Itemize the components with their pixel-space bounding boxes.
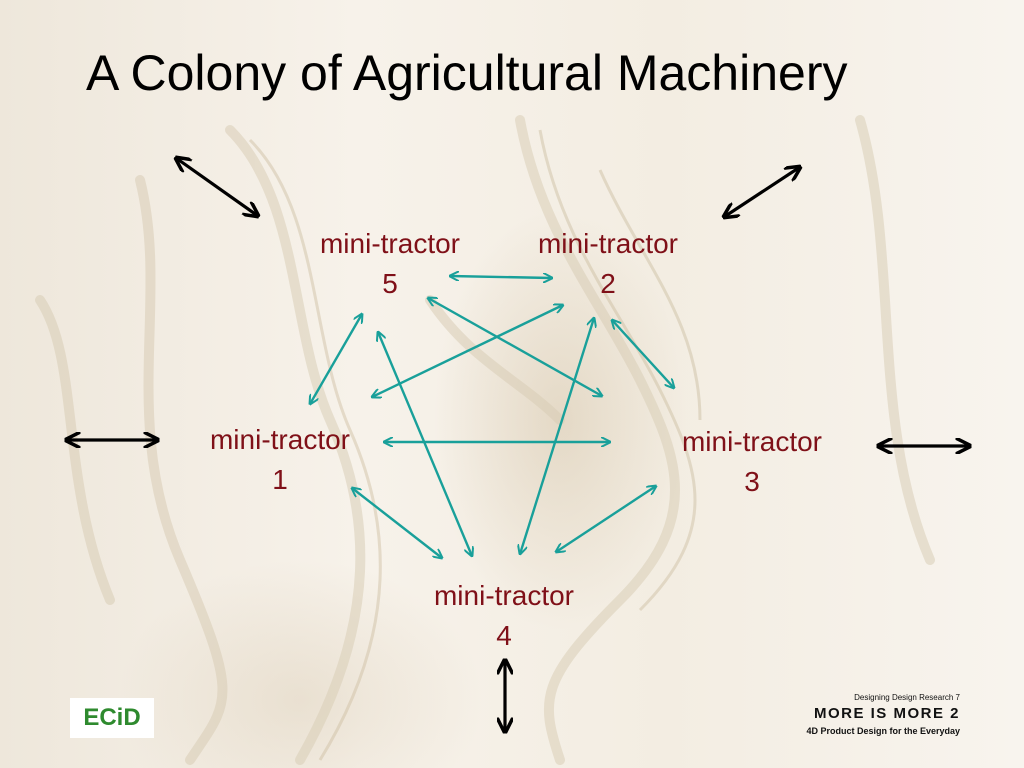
node-label: mini-tractor [433,580,574,611]
arrow-n3-n4 [556,486,656,552]
node-mini-tractor-4: mini-tractor 4 [414,576,594,656]
arrow-n5-n1 [310,314,362,404]
external-arrow-n5 [176,158,258,216]
series-subtitle: 4D Product Design for the Everyday [806,726,960,736]
node-number: 4 [496,620,512,651]
arrow-n2-n4 [520,318,594,554]
slide-title: A Colony of Agricultural Machinery [86,45,848,101]
node-label: mini-tractor [209,424,350,455]
footer-branding: Designing Design Research 7 MORE IS MORE… [770,692,960,738]
node-label: mini-tractor [681,426,822,457]
node-number: 5 [382,268,398,299]
arrow-n5-n2 [450,276,552,278]
node-number: 3 [744,466,760,497]
node-label: mini-tractor [537,228,678,259]
node-mini-tractor-1: mini-tractor 1 [190,420,370,500]
node-label: mini-tractor [319,228,460,259]
series-label: Designing Design Research 7 [854,693,960,702]
arrow-n5-n4 [378,332,472,556]
arrow-n2-n3 [612,320,674,388]
node-mini-tractor-5: mini-tractor 5 [300,224,480,304]
node-number: 1 [272,464,288,495]
arrow-n2-n1 [372,305,563,397]
node-number: 2 [600,268,616,299]
ecid-logo: ECiD [70,698,154,738]
arrow-n1-n4 [352,488,442,558]
node-mini-tractor-3: mini-tractor 3 [662,422,842,502]
external-arrow-n2 [724,167,800,217]
node-mini-tractor-2: mini-tractor 2 [518,224,698,304]
series-name: MORE IS MORE 2 [813,705,960,722]
arrow-n5-n3 [428,298,602,396]
